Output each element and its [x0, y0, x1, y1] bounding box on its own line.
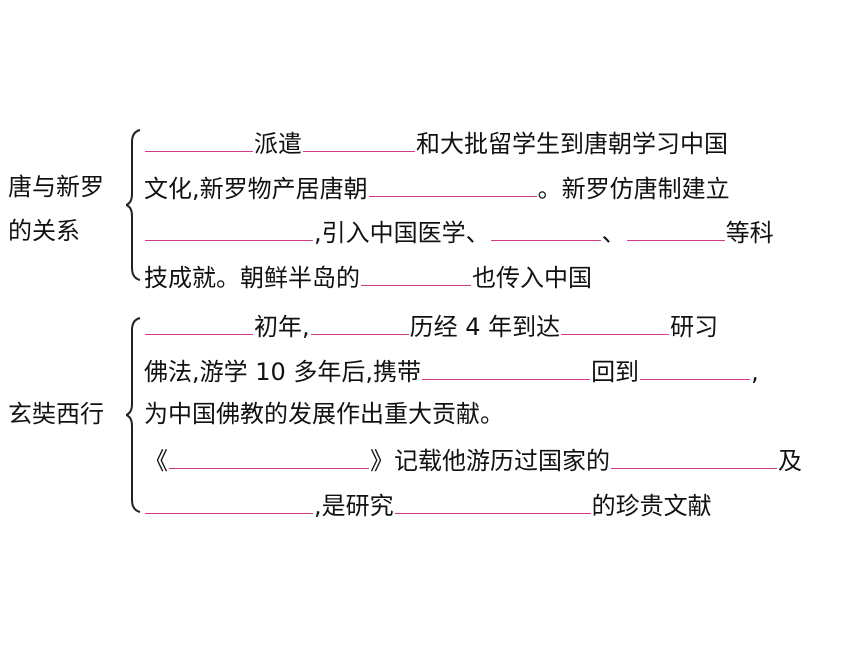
fill-blank[interactable] [169, 442, 369, 469]
section1-text6: 、 [601, 219, 626, 247]
section1-brace [126, 129, 141, 281]
section1-text9: 也传入中国 [472, 264, 592, 292]
section2-text5: 回到 [591, 358, 640, 386]
section1-line1: 派遣 和大批留学生到唐朝学习中国 [144, 125, 728, 161]
fill-blank[interactable] [368, 170, 537, 197]
fill-blank[interactable] [361, 259, 471, 286]
section2-line3: 为中国佛教的发展作出重大贡献。 [144, 397, 504, 431]
section1-text5: ,引入中国医学、 [314, 219, 490, 247]
section2-text4: 佛法,游学 10 多年后,携带 [144, 358, 422, 386]
section1-text4: 。新罗仿唐制建立 [537, 175, 730, 203]
section1-line3: ,引入中国医学、 、 等科 [144, 214, 774, 250]
section2-text9: 》记载他游历过国家的 [370, 447, 610, 475]
section1-text2: 和大批留学生到唐朝学习中国 [416, 130, 728, 158]
section2-text3: 研习 [670, 313, 719, 341]
section1-text7: 等科 [725, 219, 774, 247]
section1-line4: 技成就。朝鲜半岛的 也传入中国 [144, 259, 592, 295]
fill-blank[interactable] [145, 125, 253, 152]
section2-text7: 为中国佛教的发展作出重大贡献。 [144, 400, 504, 428]
fill-blank[interactable] [490, 214, 601, 241]
section2-text11: ,是研究 [314, 492, 394, 520]
section-label-tang-silla-line2: 的关系 [8, 217, 80, 245]
section1-text3: 文化,新罗物产居唐朝 [144, 175, 368, 203]
fill-blank[interactable] [303, 125, 415, 152]
fill-blank[interactable] [394, 487, 591, 514]
section2-text8: 《 [144, 447, 168, 475]
section2-brace [126, 317, 141, 513]
fill-blank[interactable] [626, 214, 725, 241]
fill-blank[interactable] [640, 353, 751, 380]
fill-blank[interactable] [310, 308, 409, 335]
section2-line4: 《 》记载他游历过国家的 及 [144, 442, 802, 478]
section2-line1: 初年, 历经 4 年到达 研习 [144, 308, 718, 344]
fill-blank[interactable] [422, 353, 591, 380]
section1-text8: 技成就。朝鲜半岛的 [144, 264, 360, 292]
fill-blank[interactable] [611, 442, 777, 469]
section-label-xuanzang: 玄奘西行 [8, 400, 104, 428]
section2-text2: 历经 4 年到达 [409, 313, 561, 341]
section1-line2: 文化,新罗物产居唐朝 。新罗仿唐制建立 [144, 170, 730, 206]
section2-line5: ,是研究 的珍贵文献 [144, 487, 712, 523]
fill-blank[interactable] [145, 487, 313, 514]
section2-text6: , [751, 358, 759, 386]
section1-text1: 派遣 [254, 130, 302, 158]
section2-text12: 的珍贵文献 [591, 492, 712, 520]
fill-blank[interactable] [561, 308, 670, 335]
section2-line2: 佛法,游学 10 多年后,携带 回到, [144, 353, 759, 389]
section-label-tang-silla-line1: 唐与新罗 [8, 173, 104, 201]
section2-text10: 及 [778, 447, 802, 475]
fill-blank[interactable] [145, 308, 253, 335]
fill-blank[interactable] [145, 214, 313, 241]
section2-text1: 初年, [254, 313, 310, 341]
